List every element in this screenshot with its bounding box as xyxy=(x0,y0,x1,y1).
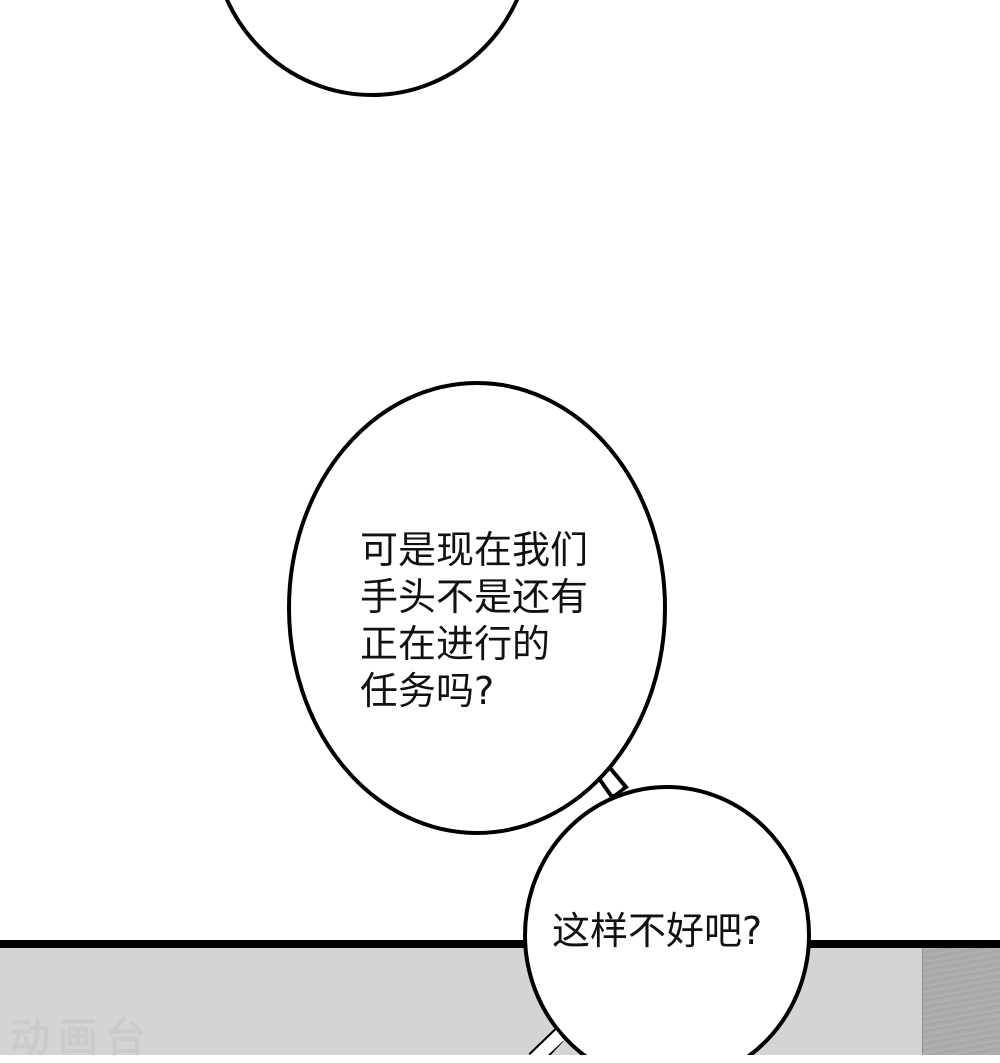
bubble-small-text: 这样不好吧? xyxy=(552,908,762,955)
text-line: 这样不好吧? xyxy=(552,909,763,953)
text-line: 手头不是还有 xyxy=(360,575,589,619)
text-line: 可是现在我们 xyxy=(360,528,589,572)
text-line: 任务吗? xyxy=(360,669,495,713)
panel-border xyxy=(0,940,1000,948)
bubble-small xyxy=(523,785,811,1055)
text-line: 正在进行的 xyxy=(360,622,551,666)
bubble-main xyxy=(287,381,667,835)
bubble-top xyxy=(224,0,520,97)
lower-panel xyxy=(0,945,1000,1055)
bubble-main-text: 可是现在我们 手头不是还有 正在进行的 任务吗? xyxy=(360,527,588,715)
textured-wall xyxy=(922,948,1000,1055)
watermark: 动画台 xyxy=(10,1015,154,1061)
